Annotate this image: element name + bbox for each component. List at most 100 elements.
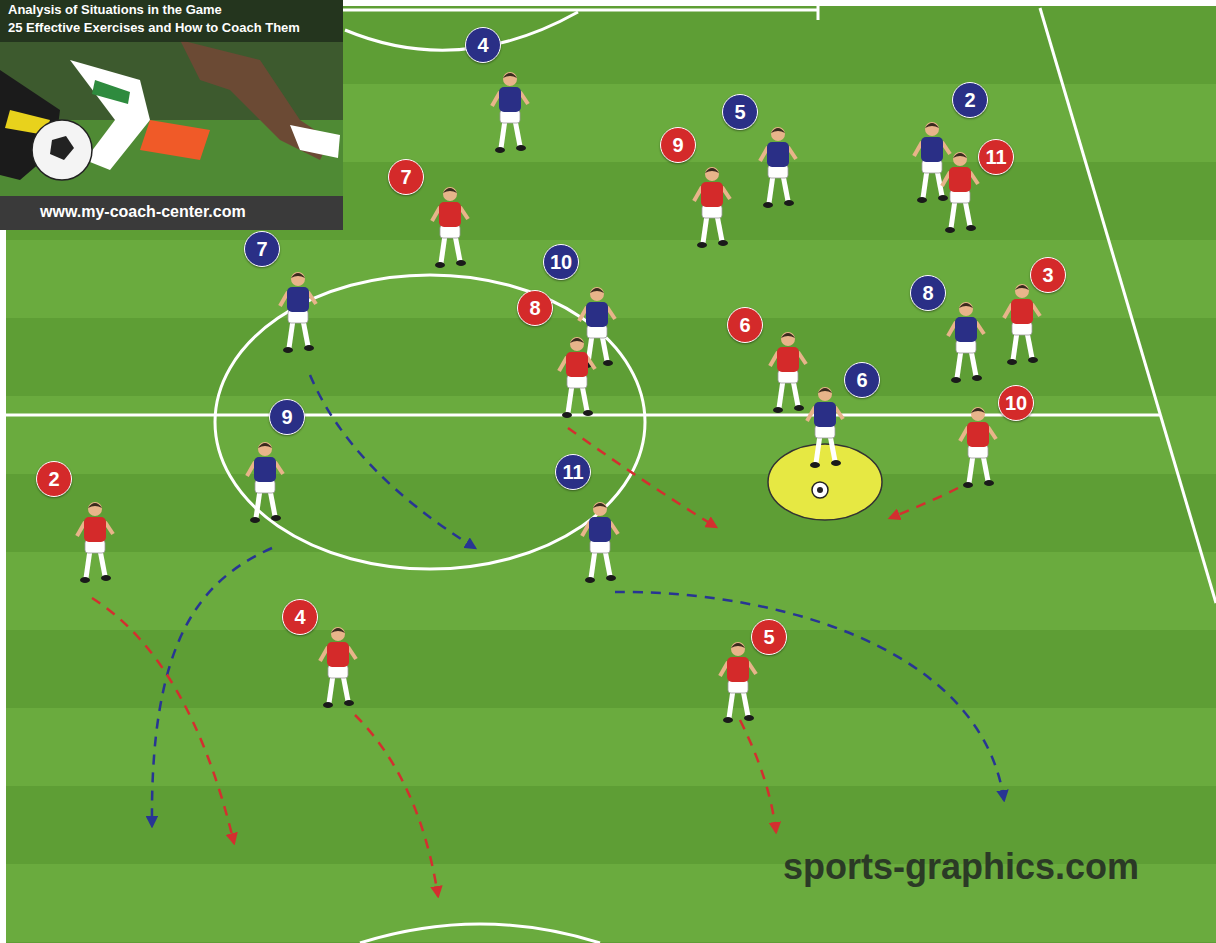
player-figures — [794, 405, 804, 411]
player-figures — [760, 127, 796, 208]
book-cover-inset — [290, 125, 340, 158]
player-figures — [304, 345, 314, 351]
player-figures — [763, 202, 773, 208]
grass-stripes — [6, 318, 1216, 396]
player-figures — [460, 207, 468, 219]
grass-stripes — [6, 474, 1216, 552]
player-figures — [441, 235, 445, 263]
player-figures — [720, 662, 728, 676]
player-figures — [280, 272, 316, 353]
player-figures — [807, 387, 843, 468]
player-figures — [701, 182, 723, 207]
book-cover-inset — [50, 136, 74, 160]
player-figures — [1013, 332, 1017, 360]
player-figures — [960, 407, 996, 488]
player-number: 7 — [400, 167, 411, 187]
pitch-lines — [6, 0, 1216, 943]
player-figures — [258, 443, 272, 448]
player-figures — [610, 522, 618, 534]
player-figures — [914, 142, 922, 156]
blue-player-number: 7 — [244, 231, 280, 267]
player-number: 2 — [48, 469, 59, 489]
player-figures — [101, 575, 111, 581]
player-figures — [566, 352, 588, 377]
blue-player-number: 9 — [269, 399, 305, 435]
player-figures — [697, 242, 707, 248]
player-figures — [1015, 284, 1029, 298]
run-arrows — [152, 548, 272, 826]
run-arrows — [92, 598, 234, 843]
player-figures — [731, 643, 745, 648]
player-figures — [769, 175, 773, 203]
run-arrows — [310, 375, 475, 548]
player-figures — [100, 550, 105, 576]
player-figures — [983, 455, 988, 481]
player-figures — [585, 577, 595, 583]
player-figures — [937, 170, 942, 196]
player-figures — [818, 387, 832, 401]
red-player-number: 7 — [388, 159, 424, 195]
player-figures — [1011, 299, 1033, 324]
pitch-lines — [6, 414, 1160, 417]
player-figures — [938, 195, 948, 201]
red-player-number: 2 — [36, 461, 72, 497]
player-figures — [495, 147, 505, 153]
player-figures — [743, 690, 748, 716]
player-figures — [921, 137, 943, 162]
player-figures — [988, 427, 996, 439]
player-figures — [432, 187, 468, 268]
player-figures — [250, 517, 260, 523]
player-figures — [439, 202, 461, 227]
player-figures — [105, 522, 113, 534]
player-figures — [582, 385, 587, 411]
player-figures — [275, 462, 283, 474]
player-figures — [807, 407, 815, 421]
player-figures — [562, 412, 572, 418]
player-number: 6 — [856, 370, 867, 390]
blue-player-number: 4 — [465, 27, 501, 63]
player-figures — [329, 675, 333, 703]
player-figures — [965, 200, 970, 226]
player-figures — [942, 142, 950, 154]
run-arrows — [568, 428, 716, 527]
player-figures — [984, 480, 994, 486]
book-url: www.my-coach-center.com — [40, 203, 246, 221]
book-cover-inset — [92, 80, 130, 104]
player-figures — [271, 515, 281, 521]
grass-stripes — [6, 630, 1216, 708]
blue-player-number: 6 — [844, 362, 880, 398]
player-figures — [86, 550, 90, 578]
player-figures — [586, 302, 608, 327]
player-number: 2 — [964, 90, 975, 110]
field-ground — [0, 6, 1216, 943]
player-figures — [443, 187, 457, 201]
player-figures — [520, 92, 528, 104]
player-figures — [1015, 285, 1029, 290]
book-title: Analysis of Situations in the Game — [8, 3, 222, 18]
player-figures — [283, 347, 293, 353]
player-figures — [280, 292, 288, 306]
player-figures — [770, 352, 778, 366]
player-figures — [705, 167, 719, 181]
player-number: 4 — [294, 607, 305, 627]
player-figures — [590, 288, 604, 293]
player-number: 8 — [529, 298, 540, 318]
player-figures — [967, 422, 989, 447]
player-figures — [720, 642, 756, 723]
player-figures — [949, 167, 971, 192]
player-figures — [559, 357, 567, 371]
player-figures — [960, 427, 968, 441]
player-number: 6 — [739, 315, 750, 335]
player-figures — [256, 490, 260, 518]
player-number: 10 — [1005, 393, 1027, 413]
player-figures — [748, 662, 756, 674]
player-figures — [570, 338, 584, 343]
player-figures — [810, 462, 820, 468]
player-figures — [942, 172, 950, 186]
player-figures — [1027, 332, 1032, 358]
player-figures — [770, 332, 806, 413]
book-cover-inset — [0, 0, 343, 230]
player-figures — [582, 502, 618, 583]
blue-player-number: 2 — [952, 82, 988, 118]
